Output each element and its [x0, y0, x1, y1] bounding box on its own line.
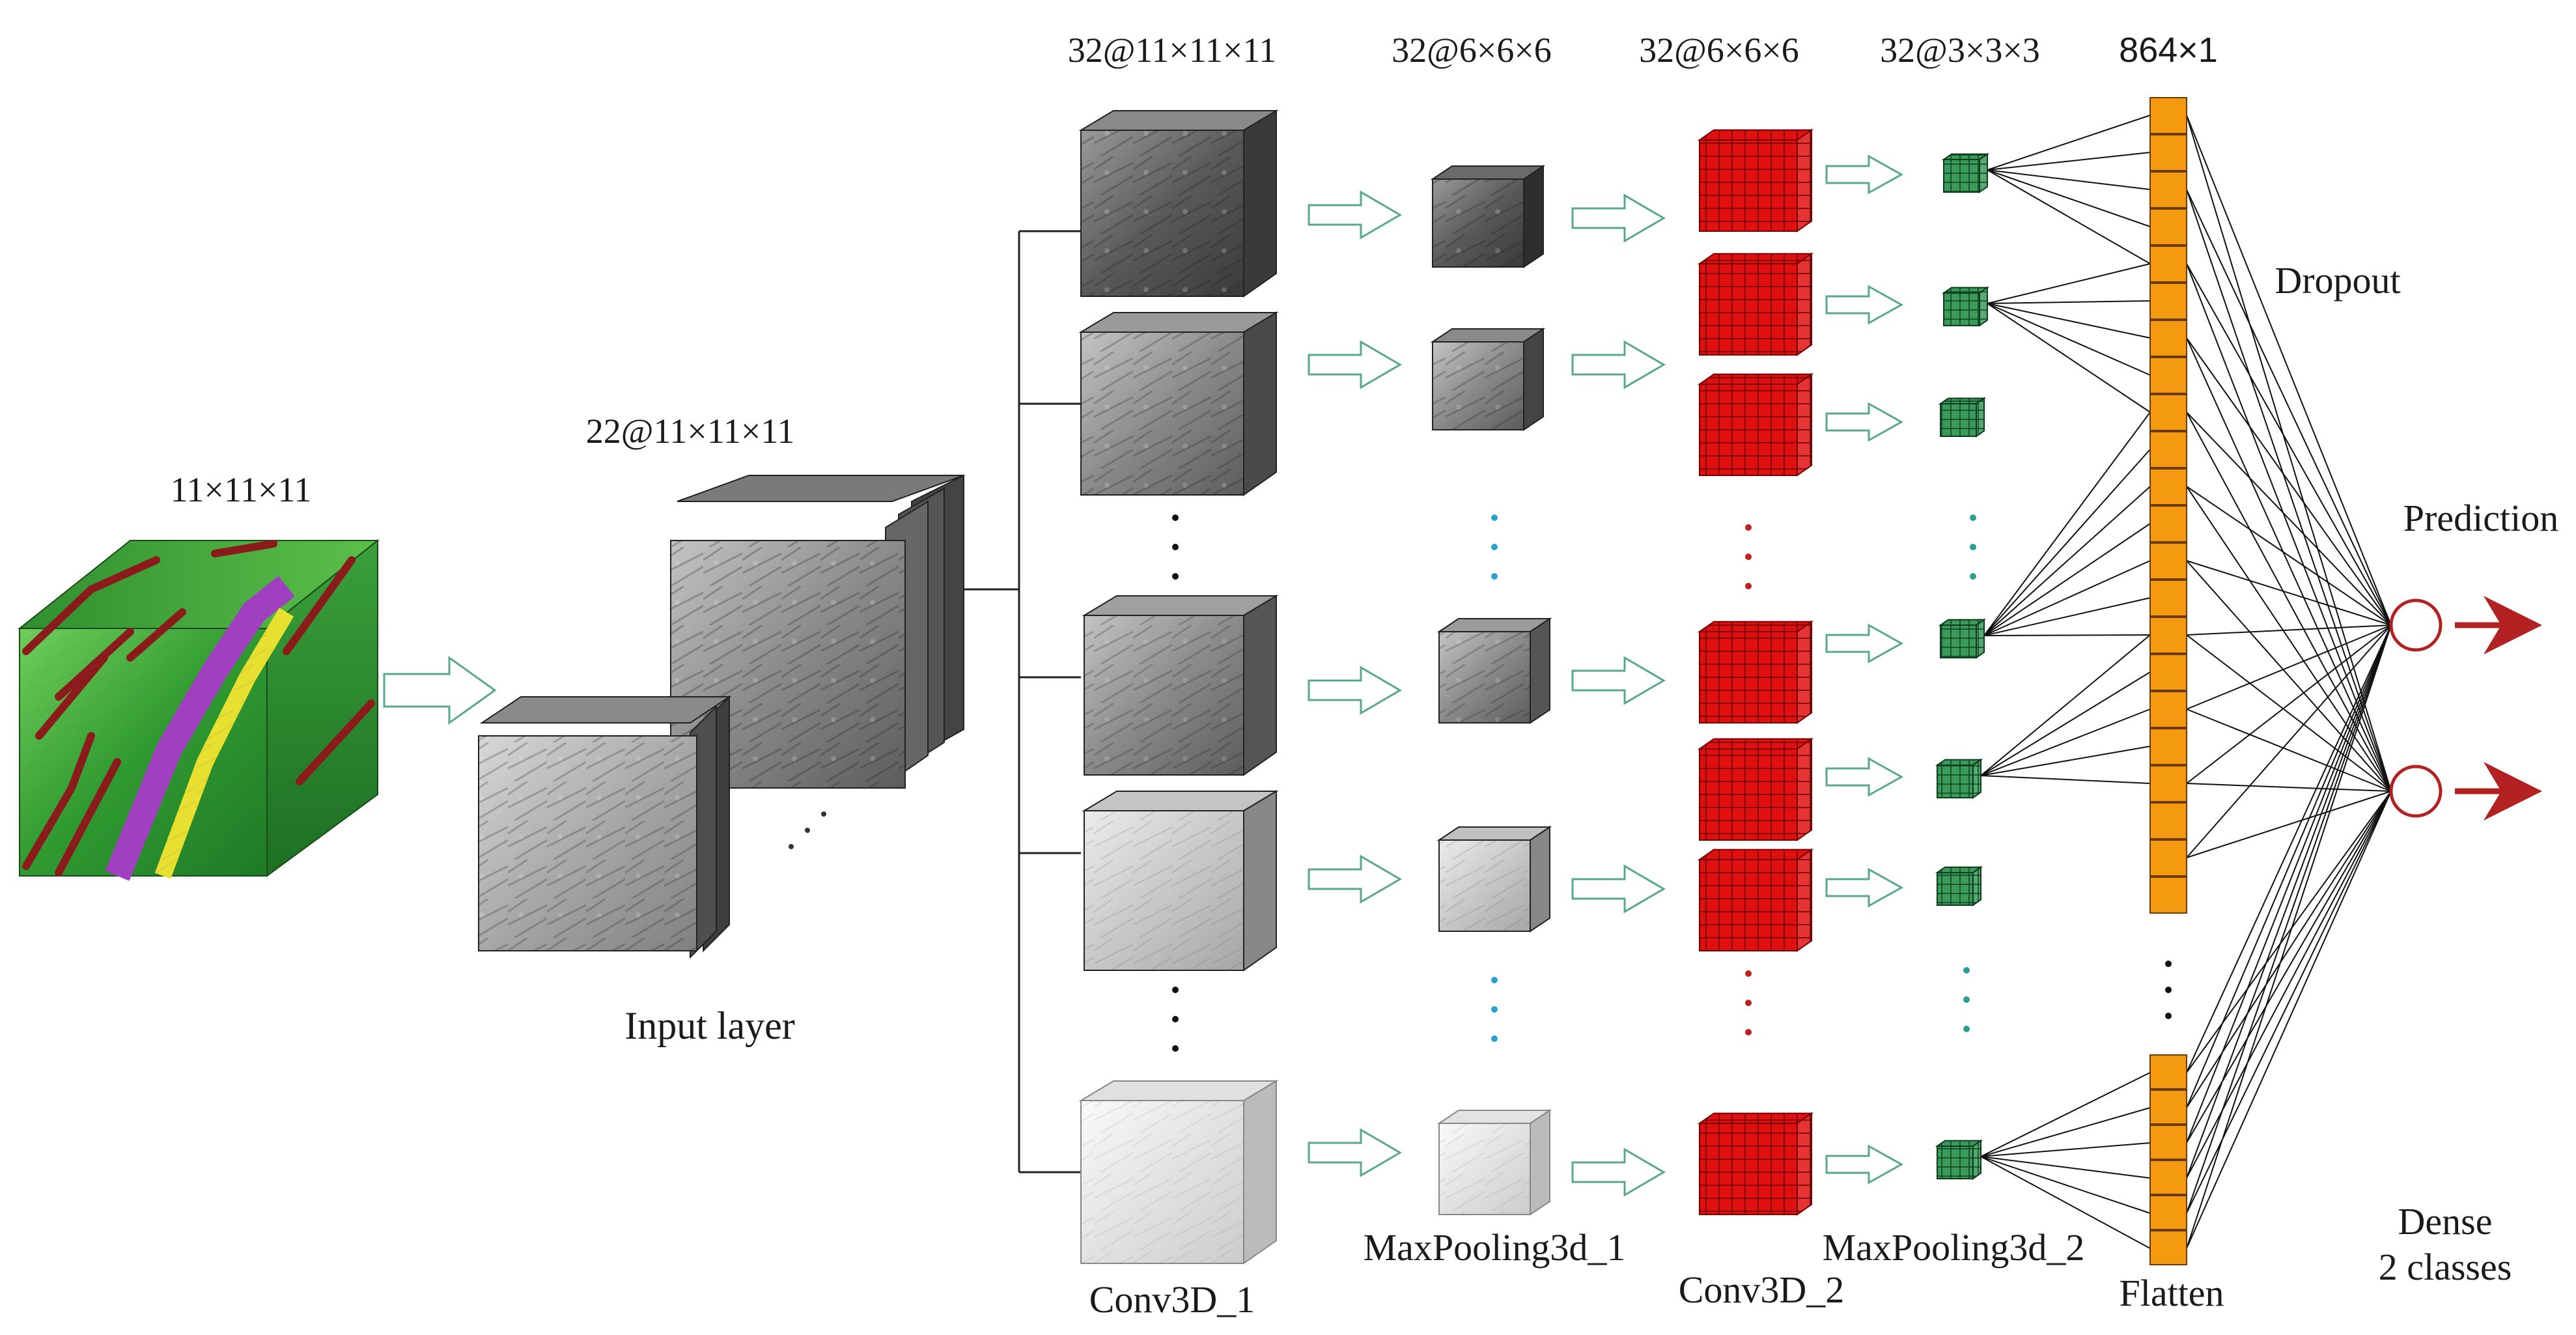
flatten-cell: [2149, 1160, 2187, 1195]
flatten-dim-label: 864×1: [2119, 31, 2218, 70]
conv2-dots-1: [1745, 524, 1752, 589]
pool2-cube-3: [1938, 397, 1987, 438]
pool1-cube-5: [1436, 1109, 1552, 1216]
arrows-conv2-to-pool2: [1825, 154, 1904, 1185]
pool1-cube-3: [1436, 617, 1552, 724]
conv1-cube-4: [1082, 790, 1279, 972]
conv1-cube-5: [1078, 1080, 1279, 1265]
flatten-cell: [2149, 431, 2187, 468]
output-node-2: [2389, 765, 2443, 818]
conv1-dots-2: [1172, 987, 1179, 1052]
input-layer-stack-front: [478, 695, 732, 959]
pool1-cube-1: [1430, 165, 1546, 268]
flatten-cell: [2149, 134, 2187, 171]
pool2-dots-2: [1963, 967, 1970, 1032]
input-cube-dim-label: 11×11×11: [171, 470, 312, 509]
pool1-label: MaxPooling3d_1: [1364, 1226, 1626, 1269]
arrows-conv1-to-pool1: [1308, 190, 1402, 1177]
flatten-cell: [2149, 1054, 2187, 1089]
output-node-1: [2389, 598, 2443, 652]
flatten-cell: [2149, 246, 2187, 283]
flatten-column: [2149, 97, 2187, 1265]
conv1-label: Conv3D_1: [1089, 1278, 1255, 1321]
pool2-cube-7: [1935, 1139, 1983, 1180]
flatten-cell: [2149, 171, 2187, 208]
conv1-dim-label: 32@11×11×11: [1068, 31, 1277, 70]
pool1-dots-2: [1491, 977, 1498, 1042]
flatten-cell: [2149, 357, 2187, 394]
pool2-cube-4: [1938, 618, 1987, 659]
flatten-cell: [2149, 580, 2187, 617]
pool2-cube-2: [1941, 286, 1990, 327]
flatten-cell: [2149, 1230, 2187, 1265]
flatten-dots: [2165, 961, 2172, 1019]
input-layer-dim-label: 22@11×11×11: [586, 412, 795, 451]
input-layer-label: Input layer: [624, 1004, 795, 1047]
flatten-cell: [2149, 208, 2187, 246]
flatten-cell: [2149, 728, 2187, 765]
pool1-dim-label: 32@6×6×6: [1392, 31, 1552, 70]
conv2-column: [1697, 128, 1814, 1216]
arrow-input-to-layer: [383, 656, 497, 725]
conv2-dots-2: [1745, 970, 1752, 1035]
pool1-dots-1: [1491, 514, 1498, 580]
prediction-label: Prediction: [2403, 497, 2558, 539]
input-terrain-cube: [18, 539, 380, 881]
pool2-column: [1935, 152, 1990, 1180]
flatten-cell: [2149, 691, 2187, 728]
conv2-dim-label: 32@6×6×6: [1639, 31, 1799, 70]
flatten-cell: [2149, 802, 2187, 839]
pool2-dots-1: [1970, 514, 1976, 580]
conv1-dots-1: [1172, 514, 1179, 580]
pool2-dim-label: 32@3×3×3: [1880, 31, 2040, 70]
conv2-cube-2: [1697, 252, 1814, 356]
pool2-label: MaxPooling3d_2: [1823, 1226, 2085, 1269]
connection-lines: [1980, 115, 2392, 1249]
pool1-cube-4: [1436, 826, 1552, 933]
pool1-cube-2: [1430, 328, 1546, 431]
conv2-cube-4: [1697, 620, 1814, 724]
input-branch-lines: [964, 230, 1081, 1173]
conv2-cube-7: [1697, 1112, 1814, 1216]
dense-label: Dense: [2398, 1200, 2493, 1243]
conv2-cube-6: [1697, 848, 1814, 952]
flatten-cell: [2149, 617, 2187, 654]
flatten-cell: [2149, 468, 2187, 505]
conv2-cube-3: [1697, 372, 1814, 477]
flatten-cell: [2149, 320, 2187, 357]
conv2-label: Conv3D_2: [1679, 1269, 1845, 1311]
pool2-cube-6: [1935, 865, 1983, 906]
flatten-cell: [2149, 839, 2187, 877]
pool2-cube-5: [1935, 758, 1983, 799]
conv2-cube-5: [1697, 737, 1814, 841]
flatten-cell: [2149, 505, 2187, 542]
input-layer-stack-back: [670, 474, 964, 789]
dense-classes-label: 2 classes: [2379, 1246, 2512, 1288]
flatten-cell: [2149, 877, 2187, 914]
flatten-cell: [2149, 542, 2187, 580]
conv1-cube-2: [1078, 311, 1279, 496]
arrows-pool1-to-conv2: [1571, 193, 1666, 1197]
conv1-cube-3: [1082, 595, 1279, 776]
flatten-cell: [2149, 1195, 2187, 1230]
conv1-cube-1: [1078, 109, 1279, 298]
pool2-cube-1: [1941, 152, 1990, 193]
input-layer-ellipsis: [789, 811, 826, 849]
flatten-cell: [2149, 283, 2187, 320]
flatten-cell: [2149, 394, 2187, 431]
conv2-cube-1: [1697, 128, 1814, 232]
flatten-cell: [2149, 1089, 2187, 1125]
dropout-label: Dropout: [2275, 259, 2400, 302]
flatten-cell: [2149, 765, 2187, 802]
flatten-label: Flatten: [2119, 1272, 2224, 1314]
flatten-cell: [2149, 1125, 2187, 1160]
flatten-cell: [2149, 654, 2187, 691]
flatten-cell: [2149, 97, 2187, 134]
